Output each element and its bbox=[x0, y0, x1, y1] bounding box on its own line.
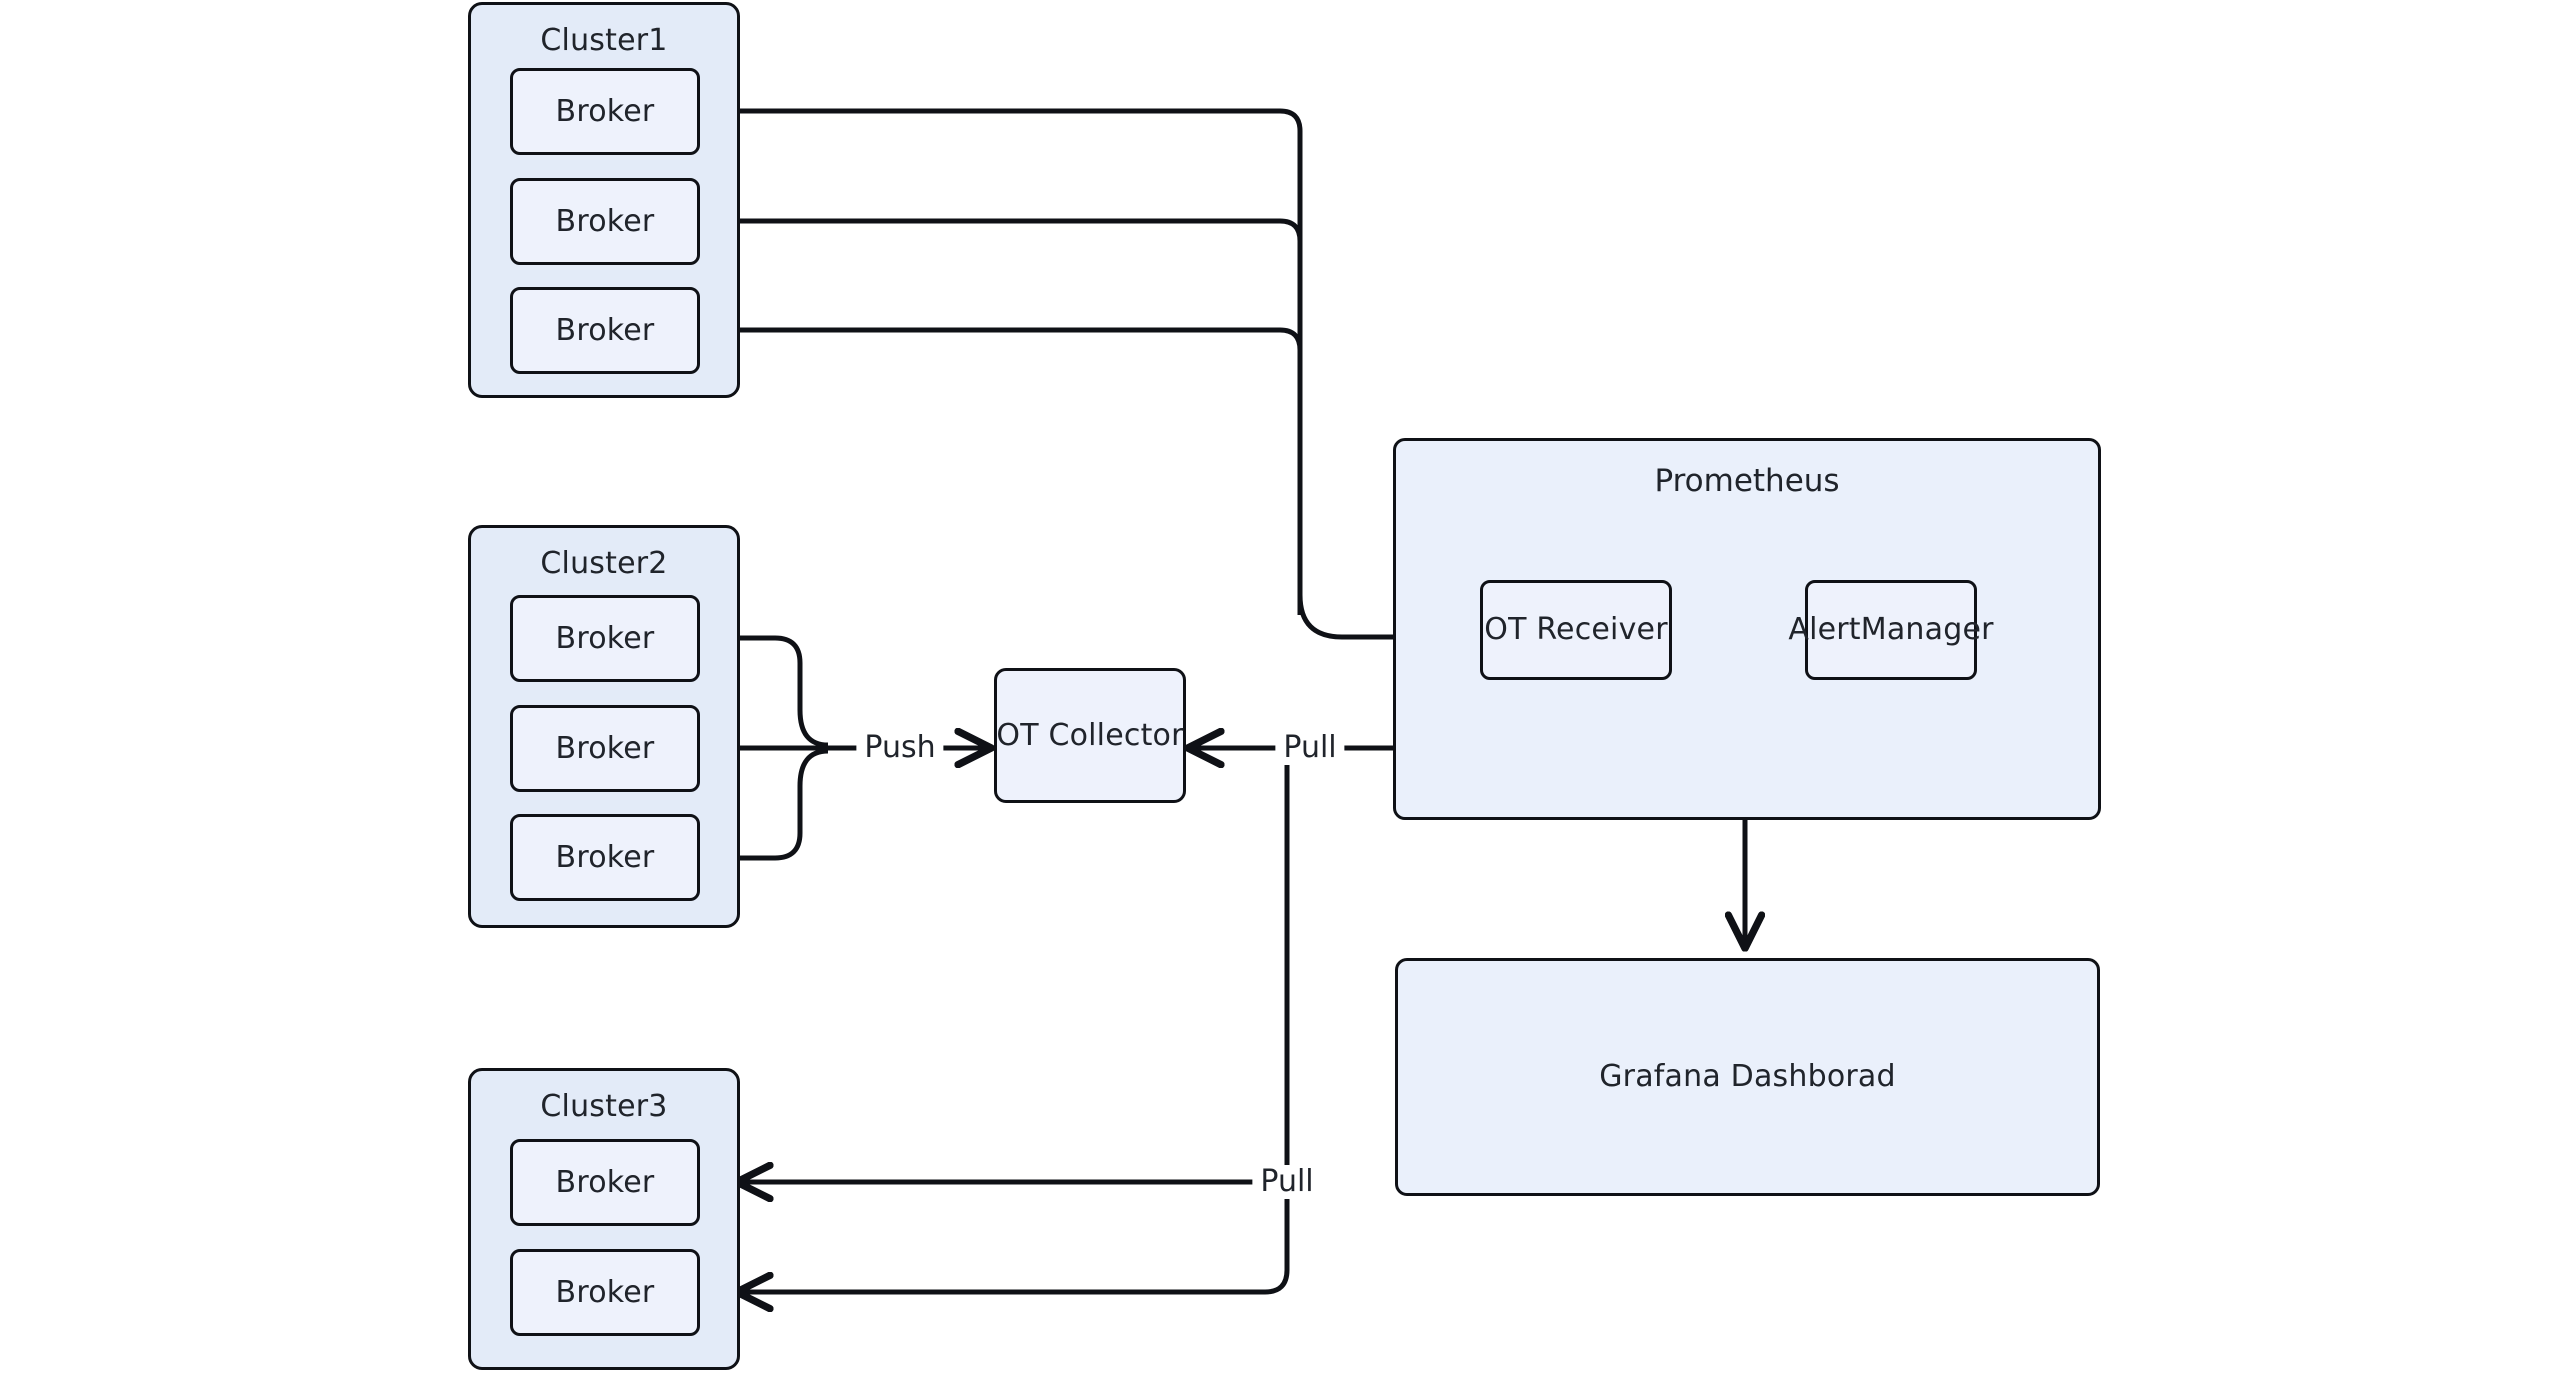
broker-cluster3-1[interactable]: Broker bbox=[510, 1139, 700, 1226]
alertmanager-label: AlertManager bbox=[1788, 612, 1994, 647]
alertmanager-node[interactable]: AlertManager bbox=[1788, 580, 1993, 680]
broker-cluster1-3[interactable]: Broker bbox=[510, 287, 700, 374]
edge-label-pull-cluster3: Pull bbox=[1252, 1165, 1322, 1199]
broker-label: Broker bbox=[555, 203, 655, 239]
broker-label: Broker bbox=[555, 312, 655, 348]
broker-label: Broker bbox=[555, 839, 655, 875]
broker-label: Broker bbox=[555, 620, 655, 656]
broker-label: Broker bbox=[555, 93, 655, 129]
edge-label-pull-collector: Pull bbox=[1275, 731, 1345, 765]
ot-collector-node[interactable]: OT Collector bbox=[994, 668, 1186, 803]
cluster-title: Cluster1 bbox=[540, 23, 668, 58]
ot-receiver-node[interactable]: OT Receiver bbox=[1480, 580, 1672, 680]
edge-cluster1-broker2-to-ot-receiver bbox=[700, 218, 1303, 615]
cluster-title: Cluster3 bbox=[540, 1089, 668, 1124]
broker-cluster1-2[interactable]: Broker bbox=[510, 178, 700, 265]
broker-cluster2-3[interactable]: Broker bbox=[510, 814, 700, 901]
ot-collector-label: OT Collector bbox=[996, 717, 1184, 753]
edge-label-push: Push bbox=[856, 731, 944, 765]
broker-cluster1-1[interactable]: Broker bbox=[510, 68, 700, 155]
broker-label: Broker bbox=[555, 1274, 655, 1310]
broker-label: Broker bbox=[555, 1164, 655, 1200]
grafana-dashboard-node[interactable]: Grafana Dashborad bbox=[1395, 958, 2100, 1196]
prometheus-title: Prometheus bbox=[1654, 463, 1840, 499]
cluster-title: Cluster2 bbox=[540, 546, 668, 581]
edge-cluster1-broker3-to-ot-receiver bbox=[700, 327, 1303, 615]
broker-cluster2-1[interactable]: Broker bbox=[510, 595, 700, 682]
edge-pull-branch-down-to-cluster3 bbox=[740, 748, 1290, 1292]
broker-label: Broker bbox=[555, 730, 655, 766]
broker-cluster2-2[interactable]: Broker bbox=[510, 705, 700, 792]
edge-cluster1-broker1-to-ot-receiver bbox=[700, 108, 1303, 615]
ot-receiver-label: OT Receiver bbox=[1484, 612, 1668, 647]
broker-cluster3-2[interactable]: Broker bbox=[510, 1249, 700, 1336]
grafana-dashboard-label: Grafana Dashborad bbox=[1599, 1059, 1896, 1094]
